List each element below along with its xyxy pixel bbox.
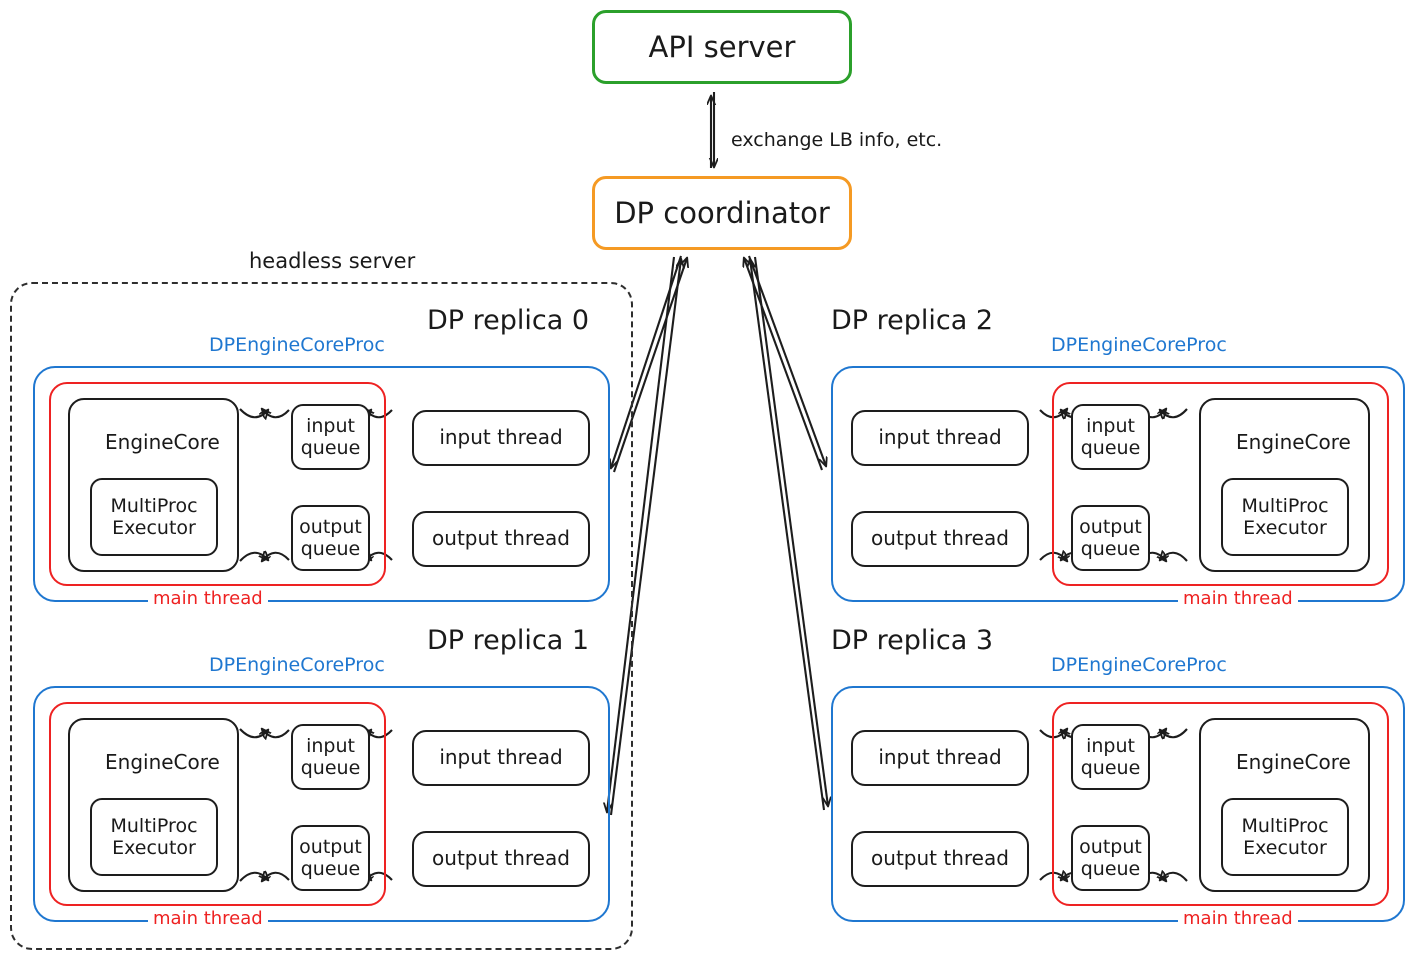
- replica-1-proc-label: DPEngineCoreProc: [209, 654, 385, 676]
- replica-3-proc-label: DPEngineCoreProc: [1051, 654, 1227, 676]
- replica-3-main-thread-label: main thread: [1178, 908, 1298, 929]
- replica-2-output-thread[interactable]: output thread: [851, 511, 1029, 567]
- replica-1-multiproc-executor[interactable]: MultiProc Executor: [90, 798, 218, 876]
- replica-1-input-queue[interactable]: input queue: [291, 724, 370, 790]
- edge-label-exchange-lb-info: exchange LB info, etc.: [728, 129, 946, 151]
- replica-3-engine-core-label: EngineCore: [1236, 750, 1351, 774]
- replica-2-input-thread[interactable]: input thread: [851, 410, 1029, 466]
- replica-0-input-thread[interactable]: input thread: [412, 410, 590, 466]
- dp-coordinator-node[interactable]: DP coordinator: [592, 176, 852, 250]
- replica-0-title: DP replica 0: [427, 305, 590, 336]
- replica-2-engine-core-box[interactable]: [1199, 398, 1370, 572]
- replica-3-engine-core-box[interactable]: [1199, 718, 1370, 892]
- replica-2-main-thread-box: [1052, 382, 1389, 586]
- replica-3-proc-box: [831, 686, 1405, 922]
- replica-0-input-queue[interactable]: input queue: [291, 404, 370, 470]
- replica-0-multiproc-executor[interactable]: MultiProc Executor: [90, 478, 218, 556]
- replica-2-proc-label: DPEngineCoreProc: [1051, 334, 1227, 356]
- replica-1-title: DP replica 1: [427, 625, 590, 656]
- replica-1-proc-box: [33, 686, 610, 922]
- replica-2-title: DP replica 2: [831, 305, 994, 336]
- replica-2-multiproc-executor[interactable]: MultiProc Executor: [1221, 478, 1349, 556]
- replica-3-output-thread[interactable]: output thread: [851, 831, 1029, 887]
- replica-3-main-thread-box: [1052, 702, 1389, 906]
- replica-0-proc-box: [33, 366, 610, 602]
- replica-2-input-queue[interactable]: input queue: [1071, 404, 1150, 470]
- replica-0-main-thread-label: main thread: [148, 588, 268, 609]
- replica-3-multiproc-executor[interactable]: MultiProc Executor: [1221, 798, 1349, 876]
- replica-2-main-thread-label: main thread: [1178, 588, 1298, 609]
- replica-0-output-queue[interactable]: output queue: [291, 505, 370, 571]
- replica-0-output-thread[interactable]: output thread: [412, 511, 590, 567]
- api-server-node[interactable]: API server: [592, 10, 852, 84]
- replica-3-input-queue[interactable]: input queue: [1071, 724, 1150, 790]
- replica-3-input-thread[interactable]: input thread: [851, 730, 1029, 786]
- replica-1-main-thread-label: main thread: [148, 908, 268, 929]
- replica-1-output-thread[interactable]: output thread: [412, 831, 590, 887]
- replica-0-engine-core-box[interactable]: [68, 398, 239, 572]
- replica-1-engine-core-label: EngineCore: [105, 750, 220, 774]
- replica-1-engine-core-box[interactable]: [68, 718, 239, 892]
- replica-1-input-thread[interactable]: input thread: [412, 730, 590, 786]
- replica-0-engine-core-label: EngineCore: [105, 430, 220, 454]
- replica-0-proc-label: DPEngineCoreProc: [209, 334, 385, 356]
- replica-2-engine-core-label: EngineCore: [1236, 430, 1351, 454]
- replica-1-output-queue[interactable]: output queue: [291, 825, 370, 891]
- replica-0-main-thread-box: [49, 382, 386, 586]
- replica-3-title: DP replica 3: [831, 625, 994, 656]
- headless-server-label: headless server: [249, 249, 416, 273]
- headless-server-group: [10, 282, 633, 950]
- replica-1-main-thread-box: [49, 702, 386, 906]
- replica-3-output-queue[interactable]: output queue: [1071, 825, 1150, 891]
- replica-2-output-queue[interactable]: output queue: [1071, 505, 1150, 571]
- replica-2-proc-box: [831, 366, 1405, 602]
